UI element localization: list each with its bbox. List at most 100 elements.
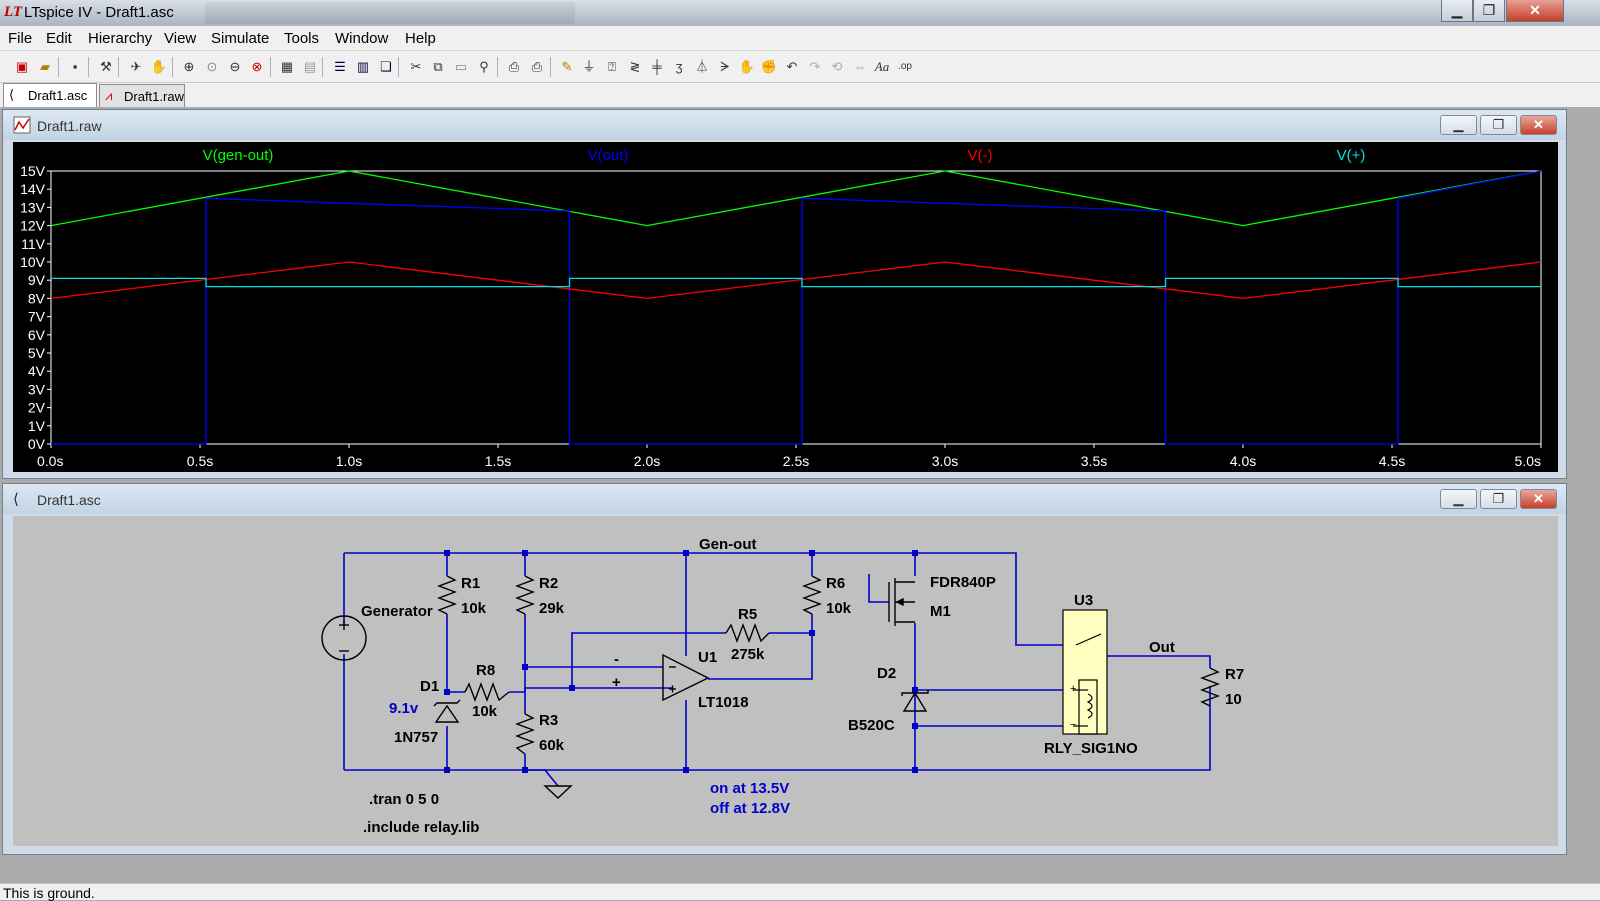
y-tick-label: 7V xyxy=(28,309,46,325)
tab-draft1-asc[interactable]: ⟨ Draft1.asc xyxy=(3,83,97,107)
minimize-button[interactable]: ▁ xyxy=(1441,0,1473,22)
menu-edit[interactable]: Edit xyxy=(46,30,72,47)
find-icon[interactable]: ⚲ xyxy=(479,59,489,74)
label-net-icon[interactable]: ⍰ xyxy=(608,59,616,74)
label-m1-model: FDR840P xyxy=(930,574,996,591)
svg-text:−: − xyxy=(1070,719,1076,731)
undo-icon[interactable]: ↶ xyxy=(786,59,798,74)
window-title-bar[interactable]: LT LTspice IV - Draft1.asc ▁ ❐ ✕ xyxy=(0,0,1600,26)
x-tick-label: 2.5s xyxy=(783,453,809,469)
plot-minimize-button[interactable]: ▁ xyxy=(1440,115,1477,135)
menu-window[interactable]: Window xyxy=(335,30,389,47)
menu-file[interactable]: File xyxy=(8,30,33,47)
diode-icon[interactable]: ⏃ xyxy=(695,59,709,74)
label-r7: R7 xyxy=(1225,666,1244,683)
control-panel-icon[interactable]: ⚒ xyxy=(100,59,112,74)
label-r2-value: 29k xyxy=(539,600,565,617)
x-tick-label: 0.0s xyxy=(37,453,63,469)
ground-icon[interactable]: ⏚ xyxy=(582,59,596,74)
schematic-minimize-button[interactable]: ▁ xyxy=(1440,489,1477,509)
maximize-button[interactable]: ❐ xyxy=(1473,0,1505,22)
zoom-out-icon[interactable]: ⊖ xyxy=(229,59,241,74)
menu-view[interactable]: View xyxy=(164,30,197,47)
close-button[interactable]: ✕ xyxy=(1506,0,1564,22)
label-gen-out: Gen-out xyxy=(699,536,757,553)
y-tick-label: 9V xyxy=(28,272,46,288)
menu-hierarchy[interactable]: Hierarchy xyxy=(88,30,153,47)
plot-window[interactable]: Draft1.raw ▁ ❐ ✕ V(gen-out)V(out)V(-)V(+… xyxy=(2,109,1567,479)
mirror-icon[interactable]: ⇔ xyxy=(853,59,867,74)
y-tick-label: 3V xyxy=(28,381,46,397)
schematic-maximize-button[interactable]: ❐ xyxy=(1480,489,1517,509)
x-tick-label: 2.0s xyxy=(634,453,660,469)
x-tick-label: 3.0s xyxy=(932,453,958,469)
spice-directive-icon[interactable]: .op xyxy=(898,61,912,72)
document-tabs: ⟨ Draft1.asc ⩘ Draft1.raw xyxy=(0,83,1600,107)
zoom-fit-icon[interactable]: ⊗ xyxy=(251,59,263,74)
status-bar: This is ground. xyxy=(0,883,1600,901)
draw-wire-icon[interactable]: ✎ xyxy=(561,59,573,74)
schematic-window-title-bar[interactable]: ⟨ Draft1.asc ▁ ❐ ✕ xyxy=(3,484,1566,514)
plot-window-title-bar[interactable]: Draft1.raw ▁ ❐ ✕ xyxy=(3,110,1566,140)
label-r5: R5 xyxy=(738,606,757,623)
tile-vertical-icon[interactable]: ▥ xyxy=(356,59,370,74)
save-icon[interactable]: ▪ xyxy=(72,59,78,74)
y-tick-label: 11V xyxy=(21,236,46,252)
open-icon[interactable]: ▰ xyxy=(40,59,50,74)
zoom-in-icon[interactable]: ⊕ xyxy=(183,59,195,74)
print-icon[interactable]: ⎙ xyxy=(531,59,543,74)
legend-label: V(gen-out) xyxy=(203,147,274,164)
copy-icon[interactable]: ⧉ xyxy=(433,59,443,74)
zoom-pan-icon[interactable]: ⊙ xyxy=(206,59,218,74)
inductor-icon[interactable]: ʒ xyxy=(675,59,683,74)
new-schematic-icon[interactable]: ▣ xyxy=(15,59,29,74)
paste-icon[interactable]: ▭ xyxy=(454,59,468,74)
drag-icon[interactable]: ✊ xyxy=(760,59,778,74)
status-text: This is ground. xyxy=(3,885,95,901)
label-r8: R8 xyxy=(476,662,495,679)
label-u3-model: RLY_SIG1NO xyxy=(1044,740,1138,757)
resistor-icon[interactable]: ≷ xyxy=(629,59,641,74)
label-r5-value: 275k xyxy=(731,646,765,663)
plot-maximize-button[interactable]: ❐ xyxy=(1480,115,1517,135)
cascade-icon[interactable]: ❏ xyxy=(380,59,392,74)
print-setup-icon[interactable]: ⎙ xyxy=(508,59,520,74)
window-title: LTspice IV - Draft1.asc xyxy=(24,4,174,21)
plot-close-button[interactable]: ✕ xyxy=(1520,115,1557,135)
schematic-drawing[interactable]: + − Gen-out Generator R1 10k R2 29k R3 6… xyxy=(13,516,1558,846)
menu-simulate[interactable]: Simulate xyxy=(211,30,270,47)
tile-horizontal-icon[interactable]: ☰ xyxy=(334,59,346,74)
menu-help[interactable]: Help xyxy=(405,30,436,47)
app-logo-icon: LT xyxy=(4,4,23,20)
menu-tools[interactable]: Tools xyxy=(284,30,320,47)
label-u1: U1 xyxy=(698,649,717,666)
capacitor-icon[interactable]: ╪ xyxy=(652,59,662,74)
schematic-icon: ⟨ xyxy=(13,491,19,508)
run-icon[interactable]: ✈ xyxy=(130,59,142,74)
label-r3: R3 xyxy=(539,712,558,729)
legend-label: V(+) xyxy=(1337,147,1366,164)
cut-icon[interactable]: ✂ xyxy=(410,59,422,74)
redo-icon[interactable]: ↷ xyxy=(809,59,821,74)
autorange-icon[interactable]: ▦ xyxy=(280,59,294,74)
component-icon[interactable]: ᗒ xyxy=(720,59,730,74)
waveform-chart[interactable]: V(gen-out)V(out)V(-)V(+) 0V1V2V3V4V5V6V7… xyxy=(13,142,1558,472)
schematic-canvas[interactable]: + − Gen-out Generator R1 10k R2 29k R3 6… xyxy=(13,516,1558,846)
waveform-icon: ⩘ xyxy=(105,88,113,103)
schematic-icon: ⟨ xyxy=(9,87,15,102)
text-icon[interactable]: Aa xyxy=(874,59,890,74)
halt-icon[interactable]: ✋ xyxy=(150,59,168,74)
x-tick-label: 3.5s xyxy=(1081,453,1107,469)
label-d1-model: 1N757 xyxy=(394,729,438,746)
rotate-icon[interactable]: ⟲ xyxy=(831,59,843,74)
grid-icon[interactable]: ▤ xyxy=(303,59,317,74)
y-tick-label: 14V xyxy=(20,181,46,197)
trace-v xyxy=(50,261,1542,300)
schematic-window[interactable]: ⟨ Draft1.asc ▁ ❐ ✕ xyxy=(2,483,1567,855)
move-icon[interactable]: ✋ xyxy=(738,59,756,74)
background-taskbar-tabs xyxy=(205,2,575,24)
tab-draft1-raw[interactable]: ⩘ Draft1.raw xyxy=(99,84,185,107)
schematic-close-button[interactable]: ✕ xyxy=(1520,489,1557,509)
legend-label: V(-) xyxy=(968,147,993,164)
